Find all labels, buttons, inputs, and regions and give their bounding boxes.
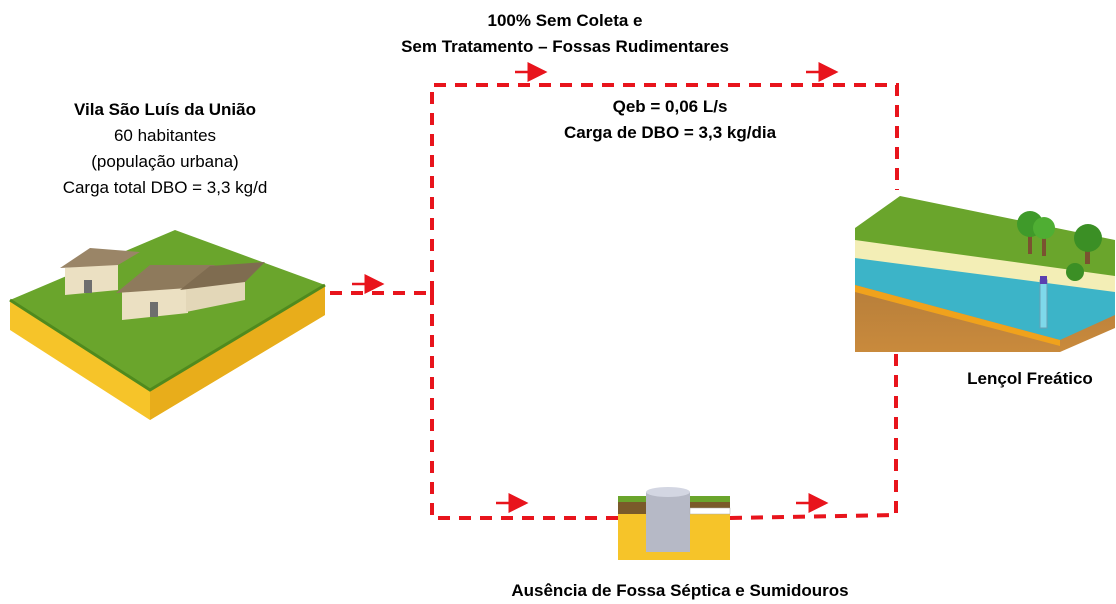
village-population: 60 habitantes <box>113 126 217 145</box>
lower-branch-line <box>430 293 730 520</box>
top-title: 100% Sem Coleta e Sem Tratamento – Fossa… <box>400 8 730 60</box>
bod-load: Carga de DBO = 3,3 kg/dia <box>563 123 777 142</box>
flow-paths <box>330 83 899 520</box>
septic-pit-illustration <box>618 487 731 560</box>
groundwater-illustration <box>855 196 1115 352</box>
tree-icon <box>1074 224 1102 264</box>
village-info: Vila São Luís da União 60 habitantes (po… <box>20 97 310 201</box>
groundwater-label: Lençol Freático <box>967 369 1093 388</box>
tree-icon <box>1017 211 1055 256</box>
top-title-line-2: Sem Tratamento – Fossas Rudimentares <box>401 37 729 56</box>
village-bod-load: Carga total DBO = 3,3 kg/d <box>62 178 268 197</box>
flow-info: Qeb = 0,06 L/s Carga de DBO = 3,3 kg/dia <box>470 94 870 146</box>
flow-arrows <box>352 62 839 513</box>
house-icon <box>180 262 265 312</box>
septic-label: Ausência de Fossa Séptica e Sumidouros <box>511 581 849 600</box>
upper-branch-line <box>430 83 899 293</box>
village-name: Vila São Luís da União <box>73 100 256 119</box>
village-population-type: (população urbana) <box>91 152 239 171</box>
top-title-line-1: 100% Sem Coleta e <box>487 11 643 30</box>
flow-rate: Qeb = 0,06 L/s <box>612 97 728 116</box>
well-icon <box>1039 276 1048 329</box>
village-illustration <box>9 230 326 420</box>
septic-to-groundwater-line <box>729 350 898 520</box>
house-icon <box>60 248 140 295</box>
